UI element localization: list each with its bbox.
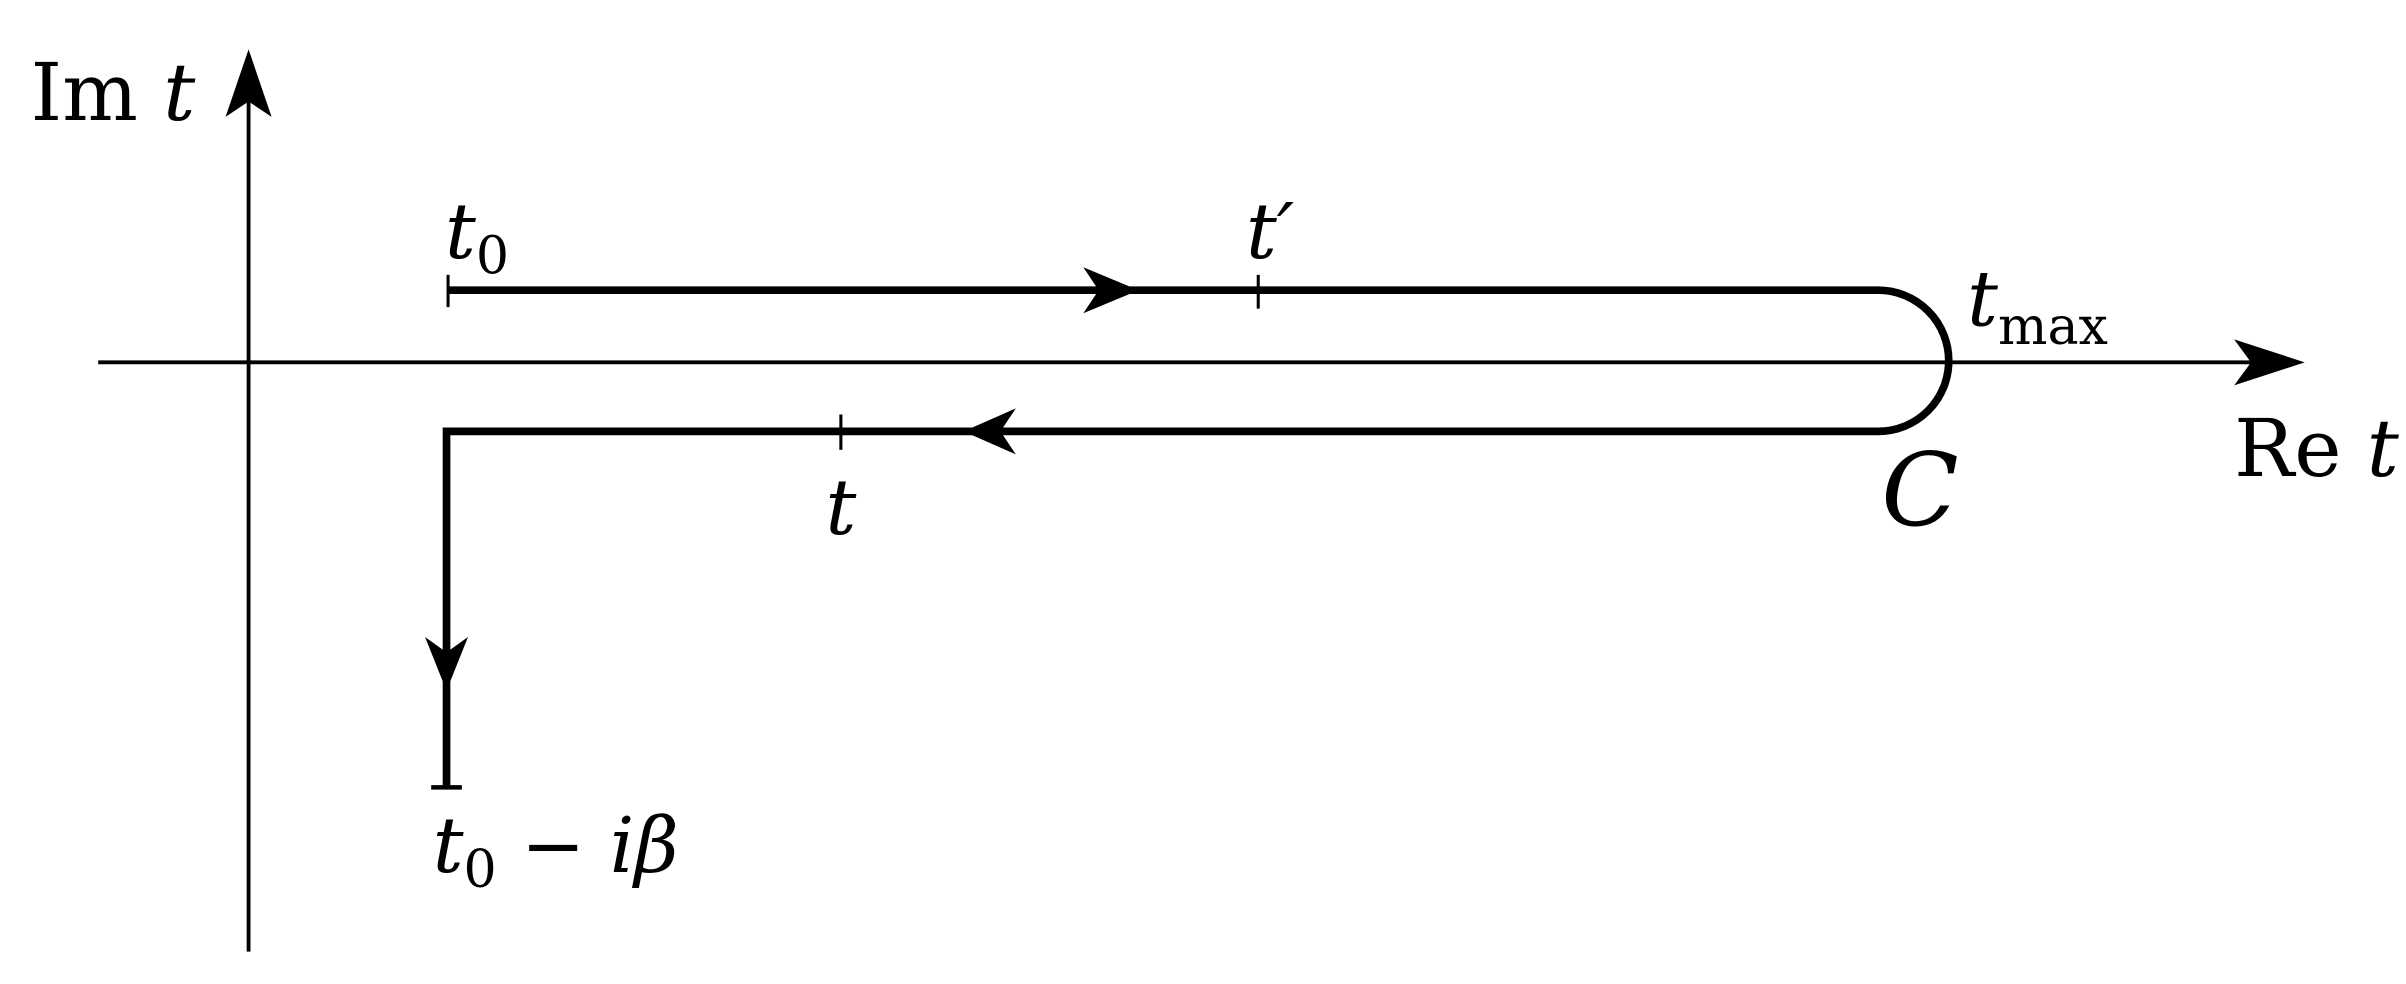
im-axis-label: Im t [31,46,197,139]
t-prime-label: t′ [1246,188,1294,277]
imaginary-axis-arrow-icon [225,49,272,117]
t-label: t [826,464,857,553]
backward-arrow-icon [963,408,1016,455]
t-end-label: t0 − iβ [433,802,679,900]
contour-path [442,286,1953,788]
re-axis-label: Re t [2234,402,2400,495]
real-axis-arrow-icon [2234,339,2305,386]
t-max-label: tmax [1967,256,2108,357]
contour-label: C [1881,431,1958,549]
forward-arrow-icon [1083,267,1139,314]
downward-arrow-icon [425,637,469,691]
t0-label: t0 [445,188,509,286]
